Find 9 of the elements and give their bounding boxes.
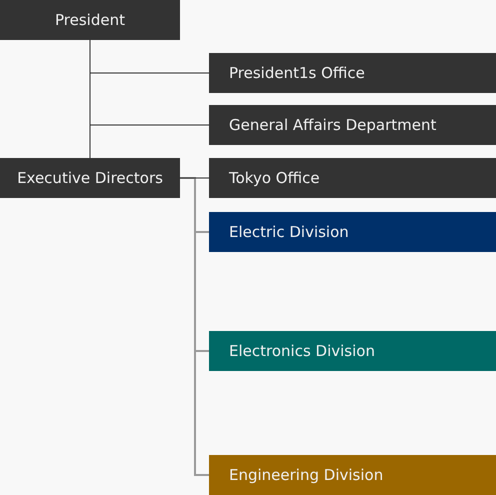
division-box: Engineering Division xyxy=(209,455,496,495)
connector-line xyxy=(180,177,209,476)
division-box: Electric Division xyxy=(209,212,496,252)
position-box: Executive Directors xyxy=(0,158,180,198)
department-box: Tokyo Office xyxy=(209,158,496,198)
position-box: President xyxy=(0,0,180,40)
department-box: President1s Office xyxy=(209,53,496,93)
department-box: General Affairs Department xyxy=(209,105,496,145)
division-box: Electronics Division xyxy=(209,331,496,371)
